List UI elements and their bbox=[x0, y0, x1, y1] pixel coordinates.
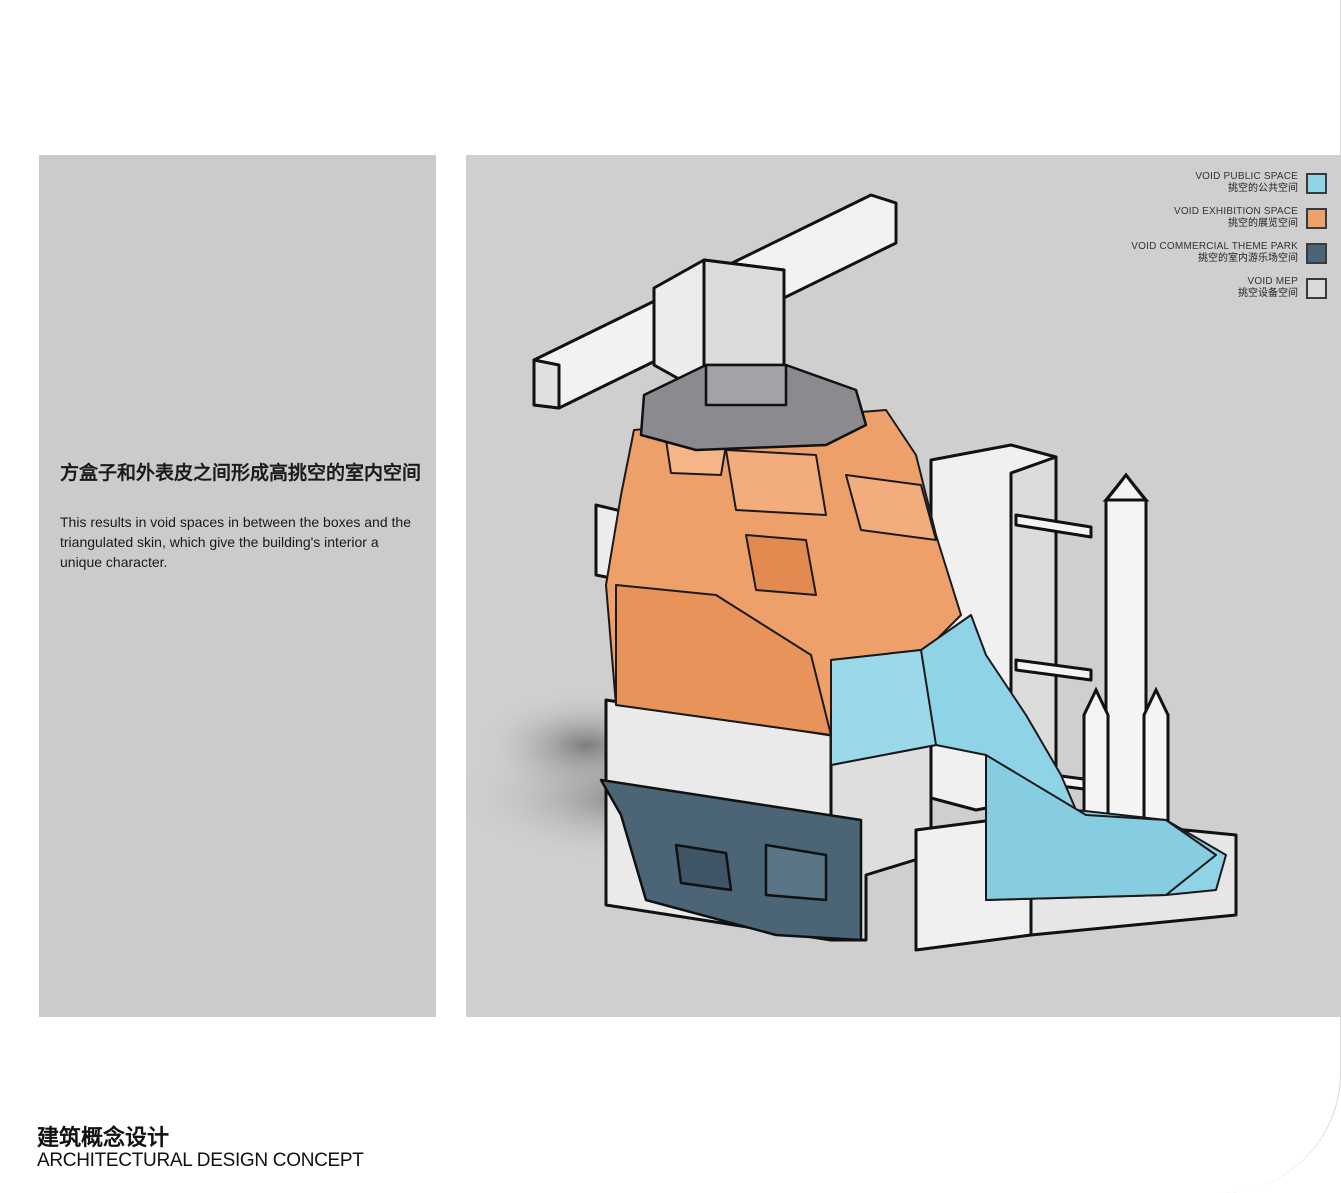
legend-swatch bbox=[1306, 207, 1327, 229]
architecture-diagram bbox=[466, 193, 1238, 952]
legend-item-mep: VOID MEP 挑空设备空间 bbox=[997, 276, 1327, 300]
legend: VOID PUBLIC SPACE 挑空的公共空间 VOID EXHIBITIO… bbox=[997, 171, 1327, 311]
legend-swatch bbox=[1306, 242, 1327, 264]
legend-label-en: VOID PUBLIC SPACE bbox=[1195, 171, 1298, 182]
exhibition-void bbox=[605, 409, 962, 736]
diagram-panel: VOID PUBLIC SPACE 挑空的公共空间 VOID EXHIBITIO… bbox=[466, 155, 1341, 1017]
theme-park-void bbox=[599, 778, 863, 942]
mep-void bbox=[639, 363, 868, 452]
legend-item-exhibition-space: VOID EXHIBITION SPACE 挑空的展览空间 bbox=[997, 206, 1327, 230]
legend-item-public-space: VOID PUBLIC SPACE 挑空的公共空间 bbox=[997, 171, 1327, 195]
text-panel: 方盒子和外表皮之间形成高挑空的室内空间 This results in void… bbox=[39, 155, 436, 1017]
legend-label-en: VOID MEP bbox=[1247, 276, 1298, 287]
public-space-void bbox=[830, 614, 1227, 901]
legend-label-cn: 挑空设备空间 bbox=[1238, 288, 1298, 299]
legend-label-cn: 挑空的室内游乐场空间 bbox=[1198, 253, 1298, 264]
legend-label-en: VOID EXHIBITION SPACE bbox=[1173, 206, 1298, 217]
legend-label-en: VOID COMMERCIAL THEME PARK bbox=[1131, 241, 1298, 252]
legend-label-cn: 挑空的公共空间 bbox=[1228, 183, 1298, 194]
legend-label-cn: 挑空的展览空间 bbox=[1228, 218, 1298, 229]
footer-title-cn: 建筑概念设计 bbox=[37, 1126, 170, 1151]
panel-description: This results in void spaces in between t… bbox=[60, 514, 411, 570]
panel-title: 方盒子和外表皮之间形成高挑空的室内空间 bbox=[60, 462, 422, 484]
top-beams bbox=[532, 193, 898, 410]
legend-swatch bbox=[1306, 277, 1327, 299]
legend-swatch bbox=[1306, 172, 1327, 194]
footer-title-en: ARCHITECTURAL DESIGN CONCEPT bbox=[37, 1150, 364, 1171]
rocket-model bbox=[1082, 472, 1170, 857]
legend-item-commercial-theme-park: VOID COMMERCIAL THEME PARK 挑空的室内游乐场空间 bbox=[997, 241, 1327, 265]
